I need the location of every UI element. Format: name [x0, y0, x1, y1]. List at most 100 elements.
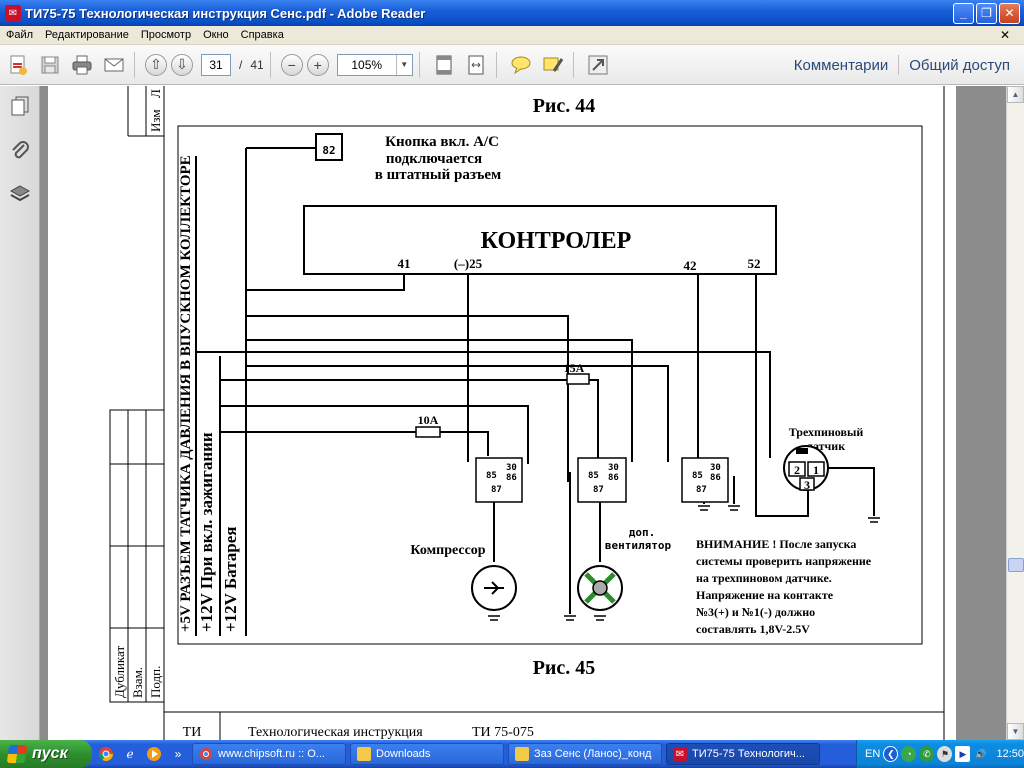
relay-pin-87: 87 — [696, 485, 707, 495]
document-close-button[interactable]: ✕ — [999, 28, 1010, 42]
share-button[interactable]: Общий доступ — [909, 56, 1010, 74]
windows-flag-icon — [6, 745, 28, 763]
scroll-up-button[interactable]: ▲ — [1007, 86, 1024, 103]
shield-icon[interactable]: ⚑ — [937, 746, 953, 762]
fuse-15a — [566, 373, 590, 385]
highlight-button[interactable] — [539, 51, 567, 79]
whatsapp-icon[interactable]: ✆ — [919, 746, 935, 762]
footer-title: Технологическая инструкция — [248, 725, 423, 740]
network-icon[interactable]: ◔ — [901, 746, 917, 762]
stamp-sign: Подп. — [148, 666, 163, 698]
page-separator: / — [239, 57, 243, 72]
chrome-icon — [199, 747, 213, 761]
language-indicator[interactable]: EN — [865, 748, 881, 760]
menu-file[interactable]: Файл — [6, 29, 34, 41]
task-label: Заз Сенс (Ланос)_конд — [534, 748, 652, 760]
plus-icon: + — [313, 56, 322, 73]
start-button[interactable]: пуск — [0, 740, 92, 768]
close-button[interactable]: ✕ — [999, 2, 1020, 24]
relay-pin-30: 30 — [608, 463, 619, 473]
quicklaunch-media[interactable] — [144, 744, 164, 764]
prev-page-button[interactable]: ⇧ — [145, 53, 167, 76]
minimize-button[interactable]: _ — [953, 2, 974, 24]
pin-42-label: 42 — [684, 258, 697, 273]
three-pin-sensor: Трехпиновый датчик 2 1 3 — [783, 425, 863, 492]
volume-icon[interactable]: 🔊 — [975, 748, 987, 759]
quicklaunch-chrome[interactable] — [96, 744, 116, 764]
menu-help[interactable]: Справка — [240, 29, 284, 41]
sensor-pin-1: 1 — [813, 463, 819, 477]
warning-note: ВНИМАНИЕ ! После запуска системы провери… — [696, 537, 872, 636]
scroll-down-button[interactable]: ▼ — [1007, 723, 1024, 740]
create-pdf-button[interactable] — [4, 51, 32, 79]
page-footer: ТИ Технологическая инструкция ТИ 75-075 — [164, 711, 944, 740]
wiring-lines — [195, 147, 875, 636]
vertical-scrollbar[interactable]: ▲ ▼ — [1006, 86, 1024, 740]
comments-button[interactable]: Комментарии — [793, 56, 889, 74]
layers-button[interactable] — [6, 180, 34, 208]
pin-41-label: 41 — [398, 256, 411, 271]
fit-width-button[interactable] — [462, 51, 490, 79]
document-viewport[interactable]: Изм Л Дубликат Взам. Подп. Рис. 44 — [40, 86, 1006, 740]
relay-pin-86: 86 — [506, 473, 517, 483]
zoom-out-button[interactable]: − — [280, 53, 303, 76]
next-page-button[interactable]: ⇩ — [171, 53, 193, 76]
stamp-duplicate: Дубликат — [112, 646, 127, 698]
system-tray: EN ❮ ◔ ✆ ⚑ ▶ 🔊 12:50 — [856, 740, 1024, 768]
fig44-caption: Рис. 44 — [533, 95, 596, 117]
scroll-thumb[interactable] — [1008, 558, 1024, 572]
stamp-l: Л — [148, 89, 163, 98]
page-canvas: Изм Л Дубликат Взам. Подп. Рис. 44 — [109, 86, 945, 740]
taskbar-item-folder-zaz[interactable]: Заз Сенс (Ланос)_конд — [508, 743, 662, 765]
toolbar: ⇧ ⇩ 31 / 41 − + 105% ▼ Комментарии Общий… — [0, 45, 1024, 85]
minus-icon: − — [287, 56, 296, 73]
warning-line-1: ВНИМАНИЕ ! После запуска — [696, 537, 856, 551]
fullscreen-button[interactable] — [584, 51, 612, 79]
page-number-input[interactable]: 31 — [201, 53, 231, 76]
paperclip-icon — [12, 141, 29, 159]
pin-52-label: 52 — [748, 256, 761, 271]
play-icon[interactable]: ▶ — [955, 746, 971, 762]
bus-5v-label: +5V РАЗЪЕМ ТАТЧИКА ДАВЛЕНИЯ В ВПУСКНОМ К… — [178, 155, 194, 632]
save-button[interactable] — [36, 51, 64, 79]
relay-compressor: 85 30 86 87 — [475, 457, 523, 503]
stamp-zam: Взам. — [130, 667, 145, 698]
taskbar-item-chrome[interactable]: www.chipsoft.ru :: О... — [192, 743, 346, 765]
stamp-izm: Изм — [148, 109, 163, 132]
zoom-in-button[interactable]: + — [306, 53, 329, 76]
toolbar-separator — [134, 51, 135, 78]
menu-window[interactable]: Окно — [203, 29, 229, 41]
comment-button[interactable] — [507, 51, 535, 79]
relay-fan: 85 30 86 87 — [577, 457, 627, 503]
quicklaunch-ie[interactable]: ℯ — [120, 744, 140, 764]
print-button[interactable] — [68, 51, 96, 79]
taskbar-item-downloads[interactable]: Downloads — [350, 743, 504, 765]
quicklaunch-more[interactable]: » — [174, 747, 182, 761]
fit-page-button[interactable] — [430, 51, 458, 79]
pdf-icon: ✉ — [5, 5, 21, 21]
menu-view[interactable]: Просмотр — [140, 29, 192, 41]
pin-82-label: 82 — [322, 144, 335, 157]
task-label: Downloads — [376, 748, 431, 760]
back-arrow-icon[interactable]: ❮ — [883, 746, 899, 762]
fuse-15a-label: 15A — [564, 361, 585, 375]
ground-symbols — [488, 505, 880, 621]
toolbar-separator — [269, 51, 271, 78]
printer-icon — [72, 55, 92, 74]
toolbar-separator — [418, 51, 420, 78]
chrome-icon — [99, 747, 113, 761]
sensor-pin-3: 3 — [804, 478, 810, 492]
email-button[interactable] — [100, 51, 128, 79]
chevron-down-icon[interactable]: ▼ — [395, 54, 412, 75]
stamp-top: Изм Л — [127, 86, 165, 137]
page-thumbnails-button[interactable] — [6, 92, 34, 120]
zoom-select[interactable]: 105% ▼ — [336, 53, 413, 76]
sensor-pin-2: 2 — [794, 463, 800, 477]
taskbar-item-adobe-reader[interactable]: ✉ ТИ75-75 Технологич... — [666, 743, 820, 765]
maximize-button[interactable]: ❐ — [976, 2, 997, 24]
menu-edit[interactable]: Редактирование — [45, 29, 129, 41]
window-title: ТИ75-75 Технологическая инструкция Сенс.… — [25, 5, 426, 21]
speech-bubble-icon — [511, 56, 531, 74]
attachments-button[interactable] — [6, 136, 34, 164]
ac-button-label-2: подключается — [386, 151, 482, 167]
